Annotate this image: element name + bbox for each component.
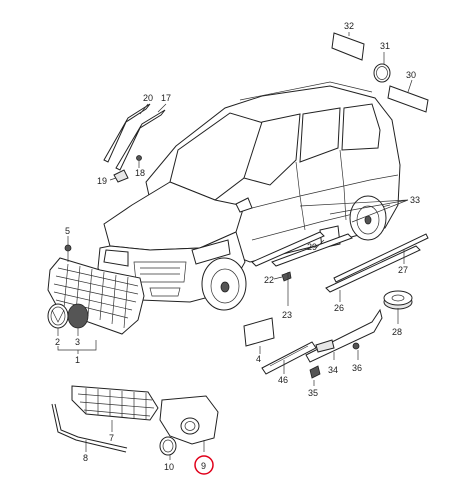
vehicle-illustration: [97, 81, 401, 311]
label-7: 7: [109, 433, 114, 443]
screw-18: [136, 155, 142, 161]
side-trims: [251, 231, 429, 293]
label-17: 17: [161, 93, 171, 103]
label-3: 3: [75, 337, 80, 347]
label-35: 35: [308, 388, 318, 398]
clip-35: [309, 365, 321, 379]
sticker-32: [331, 32, 365, 61]
tape-roll-28: [383, 290, 413, 310]
side-trim-27: [333, 233, 429, 283]
side-trim-26: [325, 245, 421, 293]
sticker-30: [387, 85, 429, 113]
label-46: 46: [278, 375, 288, 385]
label-30: 30: [406, 70, 416, 80]
label-31: 31: [380, 41, 390, 51]
label-36: 36: [352, 363, 362, 373]
sill-panels: [261, 308, 383, 379]
label-27: 27: [398, 265, 408, 275]
label-19: 19: [97, 176, 107, 186]
label-2: 2: [55, 337, 60, 347]
sill-trim-46: [261, 341, 317, 375]
label-22: 22: [264, 275, 274, 285]
label-20: 20: [143, 93, 153, 103]
label-33: 33: [410, 195, 420, 205]
clip-36: [352, 342, 360, 350]
label-8: 8: [83, 453, 88, 463]
label-29: 29: [307, 242, 317, 252]
label-1: 1: [75, 355, 80, 365]
emblems: [47, 303, 89, 329]
label-10: 10: [164, 462, 174, 472]
label-28: 28: [392, 327, 402, 337]
roof-moulding-strips: [103, 103, 166, 183]
label-4: 4: [256, 354, 261, 364]
label-5: 5: [65, 226, 70, 236]
label-18: 18: [135, 168, 145, 178]
lower-grille-7: [71, 385, 159, 421]
label-26: 26: [334, 303, 344, 313]
sticker-4: [243, 317, 275, 347]
screw-5: [64, 244, 72, 252]
label-23: 23: [282, 310, 292, 320]
trim-clip-19: [113, 169, 129, 183]
sill-panel-34: [305, 308, 383, 363]
part-number-labels: 32 31 30 20 17 19 18 33 29 27 22 26 23 2…: [55, 21, 420, 475]
fog-light-cover-9: [159, 395, 219, 445]
emblem-base-3: [67, 303, 89, 329]
label-32: 32: [344, 21, 354, 31]
trim-strip-8: [51, 403, 127, 453]
leader-lines: [57, 32, 413, 460]
label-34: 34: [328, 365, 338, 375]
screw-22: [281, 271, 292, 282]
highlight-circle-9: [194, 455, 214, 475]
side-trim-23: [251, 231, 325, 267]
label-9: 9: [201, 461, 206, 471]
fog-light-ring-10: [159, 436, 177, 456]
